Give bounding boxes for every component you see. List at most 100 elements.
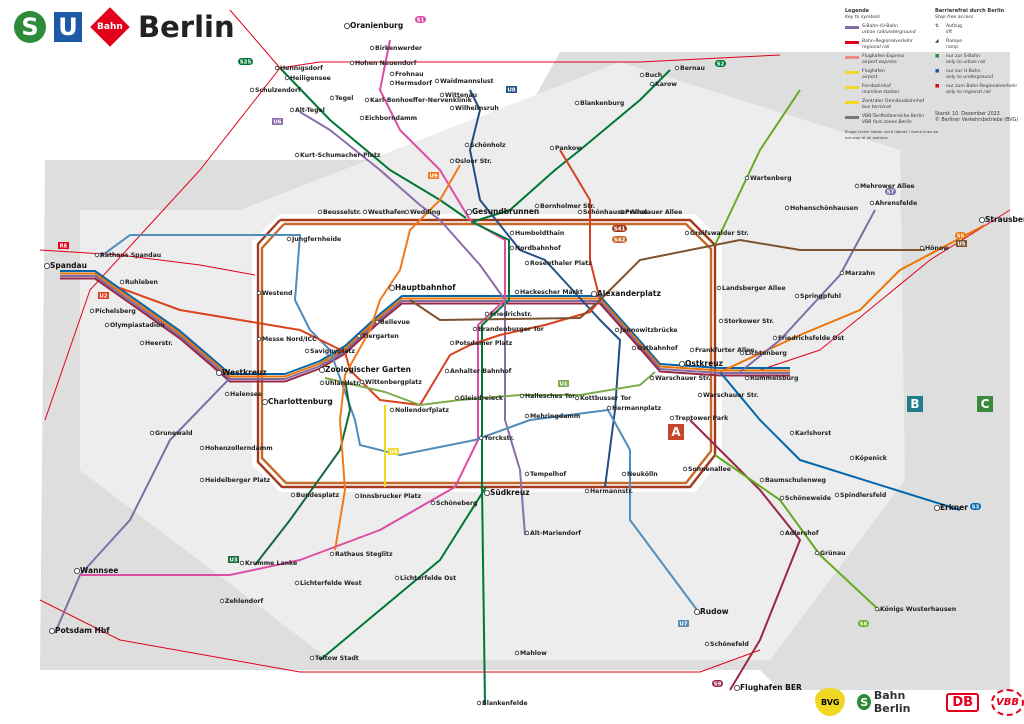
station-marker[interactable] [199,477,205,483]
station-marker[interactable] [374,319,380,325]
station-label[interactable]: Friedrichstr. [490,311,532,318]
station-marker[interactable] [682,466,688,472]
station-marker[interactable] [74,568,81,575]
station-marker[interactable] [759,477,765,483]
station-marker[interactable] [449,105,455,111]
station-marker[interactable] [649,375,655,381]
station-marker[interactable] [349,60,355,66]
station-label[interactable]: Grunewald [155,430,193,437]
station-label[interactable]: Tegel [335,95,353,102]
station-marker[interactable] [434,78,440,84]
station-marker[interactable] [261,398,268,405]
station-label[interactable]: Charlottenburg [268,397,333,406]
station-label[interactable]: Strausberg Nord [985,215,1024,224]
station-label[interactable]: Bellevue [380,319,410,326]
station-marker[interactable] [869,200,875,206]
station-marker[interactable] [689,347,695,353]
station-marker[interactable] [919,245,925,251]
station-label[interactable]: Schönefeld [710,641,749,648]
station-marker[interactable] [979,216,986,223]
station-label[interactable]: Spandau [50,261,87,270]
station-label[interactable]: Karlshorst [795,430,831,437]
station-marker[interactable] [317,209,323,215]
station-marker[interactable] [362,209,368,215]
station-marker[interactable] [874,606,880,612]
station-marker[interactable] [631,345,637,351]
station-label[interactable]: Jungfernheide [291,236,341,243]
station-label[interactable]: Treptower Park [675,415,729,422]
station-label[interactable]: Buch [645,72,662,79]
station-label[interactable]: Tempelhof [530,471,566,478]
station-marker[interactable] [343,22,350,29]
station-label[interactable]: Kottbusser Tor [580,395,632,402]
station-marker[interactable] [449,158,455,164]
station-marker[interactable] [549,145,555,151]
station-marker[interactable] [149,430,155,436]
station-label[interactable]: Teltow Stadt [315,655,359,662]
station-marker[interactable] [484,311,490,317]
station-label[interactable]: Heidelberger Platz [205,477,271,484]
station-label[interactable]: Alexanderplatz [597,289,661,298]
station-label[interactable]: Mehrower Allee [860,183,915,190]
station-label[interactable]: Halensee [230,391,262,398]
station-label[interactable]: Sonnenallee [688,466,731,473]
station-label[interactable]: Südkreuz [490,488,530,497]
station-label[interactable]: Blankenburg [580,100,624,107]
station-label[interactable]: Wittenau [445,92,477,99]
station-marker[interactable] [694,609,701,616]
station-marker[interactable] [284,75,290,81]
station-label[interactable]: Beusselstr. [323,209,361,216]
station-label[interactable]: Nordbahnhof [515,245,561,252]
station-label[interactable]: Grünau [820,550,846,557]
station-label[interactable]: Hermannstr. [590,488,633,495]
station-label[interactable]: Jannowitzbrücke [619,327,678,334]
station-label[interactable]: Bernau [680,65,705,72]
station-marker[interactable] [444,368,450,374]
station-marker[interactable] [356,333,362,339]
station-label[interactable]: Olympiastadion [110,322,165,329]
station-label[interactable]: Tiergarten [362,333,399,340]
station-marker[interactable] [274,65,280,71]
station-label[interactable]: Alt-Mariendorf [530,530,581,537]
station-label[interactable]: Mehringdamm [530,413,580,420]
station-marker[interactable] [716,285,722,291]
station-marker[interactable] [934,504,941,511]
station-label[interactable]: Baumschulenweg [765,477,826,484]
station-label[interactable]: Marzahn [845,270,875,277]
station-label[interactable]: Erkner [940,503,968,512]
station-marker[interactable] [286,236,292,242]
station-marker[interactable] [718,318,724,324]
station-marker[interactable] [789,430,795,436]
station-label[interactable]: Hermsdorf [395,80,432,87]
station-label[interactable]: Alt-Tegel [295,107,325,114]
station-marker[interactable] [779,495,785,501]
station-marker[interactable] [574,100,580,106]
station-marker[interactable] [584,488,590,494]
station-label[interactable]: Ahrensfelde [875,200,917,207]
station-label[interactable]: Blankenfelde [482,700,528,707]
station-label[interactable]: Brandenburger Tor [478,326,545,333]
station-marker[interactable] [472,326,478,332]
station-marker[interactable] [389,71,395,77]
station-marker[interactable] [849,455,855,461]
station-marker[interactable] [354,493,360,499]
station-marker[interactable] [734,685,741,692]
station-label[interactable]: Oranienburg [350,21,403,30]
station-marker[interactable] [329,551,335,557]
station-label[interactable]: Potsdamer Platz [455,340,513,347]
station-marker[interactable] [478,435,484,441]
station-label[interactable]: Königs Wusterhausen [880,606,956,613]
station-label[interactable]: Warschauer Str. [655,375,711,382]
station-marker[interactable] [639,72,645,78]
station-label[interactable]: Schönholz [470,142,506,149]
station-marker[interactable] [44,262,51,269]
station-marker[interactable] [294,580,300,586]
station-label[interactable]: Schöneberg [436,500,478,507]
station-label[interactable]: Hönow [925,245,949,252]
station-marker[interactable] [199,445,205,451]
station-label[interactable]: Innsbrucker Platz [360,493,421,500]
station-label[interactable]: Hennigsdorf [280,65,323,72]
station-label[interactable]: Messe Nord/ICC [262,336,317,343]
station-label[interactable]: Krumme Lanke [245,560,297,567]
station-marker[interactable] [784,205,790,211]
